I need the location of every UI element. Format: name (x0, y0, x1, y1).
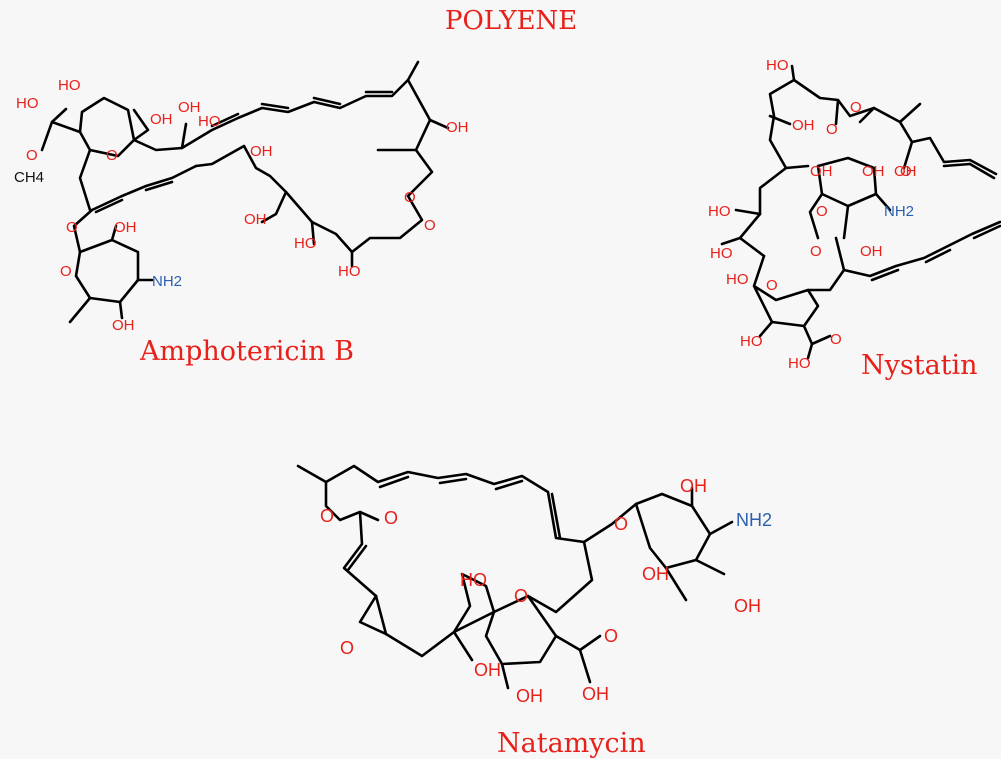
atom-label: HO (708, 203, 731, 220)
atom-label: O (810, 243, 822, 260)
atom-label: OH (112, 317, 135, 334)
atom-label: O (404, 189, 416, 206)
atom-label: OH (178, 99, 201, 116)
atom-label: O (60, 263, 72, 280)
atom-label: OH (810, 163, 833, 180)
atom-label: O (614, 514, 628, 534)
caption-amphotericin-b: Amphotericin B (140, 336, 354, 367)
atom-label: OH (582, 684, 609, 704)
atom-label: O (106, 147, 118, 164)
atom-label: O (900, 163, 912, 180)
atom-label: NH2 (152, 273, 182, 290)
atom-label: OH (862, 163, 885, 180)
atom-label: HO (338, 263, 361, 280)
atom-label: HO (198, 113, 221, 130)
atom-label: NH2 (736, 510, 772, 530)
atom-label: HO (58, 77, 81, 94)
atom-label: OH (244, 211, 267, 228)
natamycin-labels: O O O HO O OH OH OH O OH O OH NH2 OH (320, 476, 772, 706)
molecule-natamycin: O O O HO O OH OH OH O OH O OH NH2 OH (296, 464, 772, 706)
atom-label: O (340, 638, 354, 658)
atom-label: HO (16, 95, 39, 112)
amphotericin-b-labels: HO HO O CH4 OH O OH OH OH OH O O HO HO H… (14, 77, 469, 334)
atom-label: HO (726, 271, 749, 288)
atom-label: OH (114, 219, 137, 236)
atom-label: HO (710, 245, 733, 262)
nystatin-labels: HO OH O O O OH OH OH NH2 HO HO O OH HO O… (708, 57, 917, 372)
atom-label: OH (642, 564, 669, 584)
atom-label: O (66, 219, 78, 236)
atom-label: HO (460, 570, 487, 590)
amphotericin-b-bonds (40, 60, 450, 324)
molecule-nystatin: HO OH O O O OH OH OH NH2 HO HO O OH HO O… (708, 57, 1001, 372)
caption-nystatin: Nystatin (861, 350, 978, 381)
atom-label: NH2 (884, 203, 914, 220)
atom-label: OH (860, 243, 883, 260)
atom-label: OH (150, 111, 173, 128)
atom-label: OH (680, 476, 707, 496)
atom-label: OH (474, 660, 501, 680)
atom-label: HO (294, 235, 317, 252)
caption-natamycin: Natamycin (497, 728, 646, 759)
atom-label: OH (250, 143, 273, 160)
atom-label: OH (792, 117, 815, 134)
atom-label: O (830, 331, 842, 348)
atom-label: O (320, 506, 334, 526)
atom-label: O (424, 217, 436, 234)
atom-label: OH (894, 163, 917, 180)
atom-label: HO (740, 333, 763, 350)
atom-label: HO (788, 355, 811, 372)
atom-label: O (766, 277, 778, 294)
atom-label: OH (446, 119, 469, 136)
natamycin-bonds (296, 464, 734, 690)
atom-label: O (384, 508, 398, 528)
figure-title: POLYENE (445, 6, 578, 36)
atom-label: OH (516, 686, 543, 706)
atom-label: O (26, 147, 38, 164)
atom-label: O (514, 586, 528, 606)
atom-label: OH (734, 596, 761, 616)
atom-label: CH4 (14, 169, 44, 186)
atom-label: O (850, 99, 862, 116)
atom-label: O (816, 203, 828, 220)
nystatin-bonds (720, 64, 1001, 360)
atom-label: O (826, 121, 838, 138)
molecule-amphotericin-b: HO HO O CH4 OH O OH OH OH OH O O HO HO H… (14, 60, 469, 334)
atom-label: HO (766, 57, 789, 74)
atom-label: O (604, 626, 618, 646)
